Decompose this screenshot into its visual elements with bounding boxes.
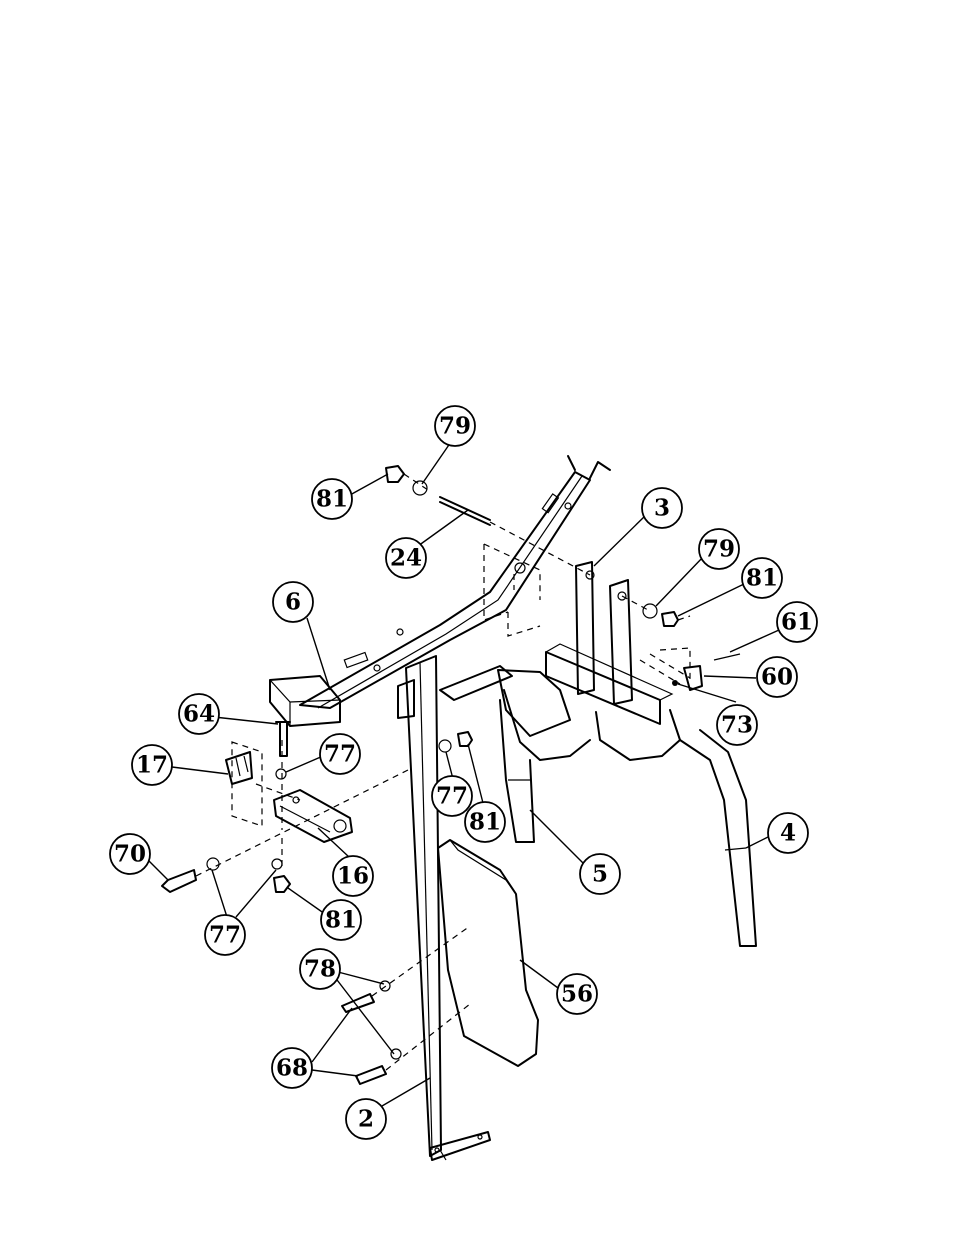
callout-label: 61 (781, 609, 813, 636)
callout-77-upper: 77 (319, 733, 361, 775)
callout-label: 81 (316, 486, 348, 513)
callout-label: 77 (209, 922, 241, 949)
callout-77-middle: 77 (431, 775, 473, 817)
callout-81-middle: 81 (464, 801, 506, 843)
callout-64: 64 (178, 693, 220, 735)
back-pad (437, 839, 539, 1067)
callout-label: 3 (654, 495, 670, 522)
callout-label: 79 (703, 536, 735, 563)
assembly-guides (195, 473, 691, 1071)
callout-label: 4 (780, 820, 796, 847)
shaft-24 (439, 496, 491, 526)
callout-3: 3 (641, 487, 683, 529)
callout-61: 61 (776, 601, 818, 643)
callout-label: 81 (325, 907, 357, 934)
callout-79-right: 79 (698, 528, 740, 570)
callout-78: 78 (299, 948, 341, 990)
callout-label: 81 (746, 565, 778, 592)
callout-77-lower: 77 (204, 914, 246, 956)
callout-label: 16 (337, 863, 369, 890)
callout-label: 64 (183, 701, 215, 728)
callout-label: 56 (561, 981, 593, 1008)
callout-label: 24 (390, 545, 422, 572)
callout-73: 73 (716, 704, 758, 746)
callout-label: 77 (436, 783, 468, 810)
callout-79-top: 79 (434, 405, 476, 447)
callout-label: 77 (324, 741, 356, 768)
callout-label: 5 (592, 861, 608, 888)
callout-81-top: 81 (311, 478, 353, 520)
callout-label: 81 (469, 809, 501, 836)
upright-post (397, 655, 491, 1161)
lat-arm (269, 455, 611, 727)
callout-label: 6 (285, 589, 301, 616)
callout-label: 60 (761, 664, 793, 691)
callout-16: 16 (332, 855, 374, 897)
callout-4: 4 (767, 812, 809, 854)
callout-label: 17 (136, 752, 168, 779)
callout-68: 68 (271, 1047, 313, 1089)
cross-member (439, 665, 757, 947)
callout-label: 73 (721, 712, 753, 739)
callout-56: 56 (556, 973, 598, 1015)
hardware (161, 465, 741, 1085)
callout-2: 2 (345, 1098, 387, 1140)
callout-24: 24 (385, 537, 427, 579)
leader-lines (147, 438, 780, 1107)
callout-label: 68 (276, 1055, 308, 1082)
callout-5: 5 (579, 853, 621, 895)
callout-label: 78 (304, 956, 336, 983)
callout-label: 79 (439, 413, 471, 440)
callout-70: 70 (109, 833, 151, 875)
callout-6: 6 (272, 581, 314, 623)
callout-81-right: 81 (741, 557, 783, 599)
callout-81-lower: 81 (320, 899, 362, 941)
callout-label: 70 (114, 841, 146, 868)
pivot-bracket (545, 561, 674, 725)
callout-17: 17 (131, 744, 173, 786)
callout-60: 60 (756, 656, 798, 698)
callout-label: 2 (358, 1106, 374, 1133)
